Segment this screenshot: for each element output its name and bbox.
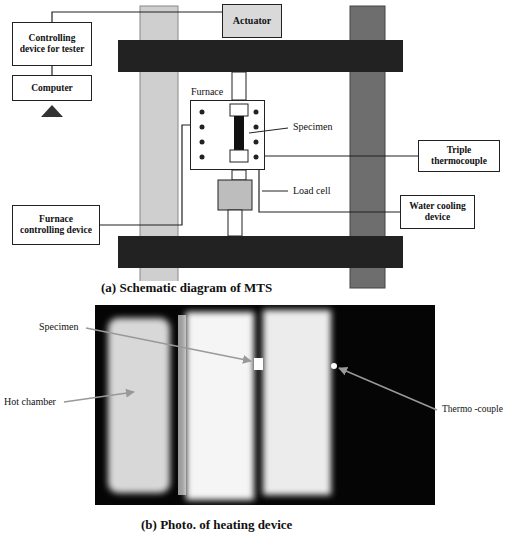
chamber-panel <box>186 312 254 500</box>
top-crosshead <box>118 40 403 72</box>
load-cell-block <box>218 180 252 210</box>
furnace-controller-box: Furnace controlling device <box>12 205 100 245</box>
part-label: Specimen <box>292 121 333 133</box>
heater-dot <box>254 125 259 130</box>
part-label: Load cell <box>292 185 331 197</box>
heater-dot <box>254 110 259 115</box>
heater-dot <box>200 110 205 115</box>
hot-chamber-door <box>108 318 170 493</box>
specimen-bar <box>234 116 244 150</box>
box-heading: Furnace <box>191 86 223 98</box>
support-rod <box>228 210 242 236</box>
cooling-box: Water cooling device <box>400 195 475 229</box>
lower-rod <box>232 170 246 180</box>
part-label: Hot chamber <box>3 396 57 408</box>
thermocouple-tip <box>331 363 337 369</box>
specimen-spot <box>254 358 263 370</box>
leader-line <box>249 128 288 133</box>
box-label: Water cooling device <box>404 201 471 223</box>
figure-caption: (b) Photo. of heating device <box>140 518 293 533</box>
leader-arrow <box>86 328 251 361</box>
heater-dot <box>200 125 205 130</box>
lower-grip <box>230 150 248 162</box>
box-label: Triple thermocouple <box>422 145 496 167</box>
connector-line <box>259 170 400 212</box>
leader-arrow <box>339 368 437 410</box>
box-label: Actuator <box>233 15 271 27</box>
part-label: Specimen <box>38 321 79 333</box>
chamber-panel <box>263 310 331 495</box>
controller-box: Controlling device for tester <box>12 22 92 66</box>
photo-background <box>95 305 435 505</box>
connector-line <box>265 155 418 156</box>
connector-line <box>100 125 190 225</box>
furnace-box: Furnace <box>190 100 265 170</box>
computer-box: Computer <box>12 75 92 101</box>
leader-arrow <box>64 392 134 402</box>
heater-dot <box>254 155 259 160</box>
box-label: Furnace controlling device <box>16 214 96 236</box>
connector-line <box>51 66 52 75</box>
heater-dot <box>254 140 259 145</box>
box-label: Computer <box>31 83 73 94</box>
figure-caption: (a) Schematic diagram of MTS <box>100 281 273 296</box>
chamber-edge <box>178 315 186 495</box>
upper-rod <box>232 72 246 100</box>
heater-dot <box>200 140 205 145</box>
part-label: Thermo -couple <box>441 404 504 415</box>
thermocouple-box: Triple thermocouple <box>418 140 500 172</box>
computer-stand <box>41 105 63 117</box>
actuator-block: Actuator <box>222 4 282 38</box>
leader-line <box>262 191 288 192</box>
bottom-crosshead <box>118 236 403 268</box>
box-label: Controlling device for tester <box>16 33 88 55</box>
heating-elements <box>200 110 259 160</box>
upper-grip <box>230 104 248 116</box>
connector-line <box>52 12 222 22</box>
heater-dot <box>200 155 205 160</box>
